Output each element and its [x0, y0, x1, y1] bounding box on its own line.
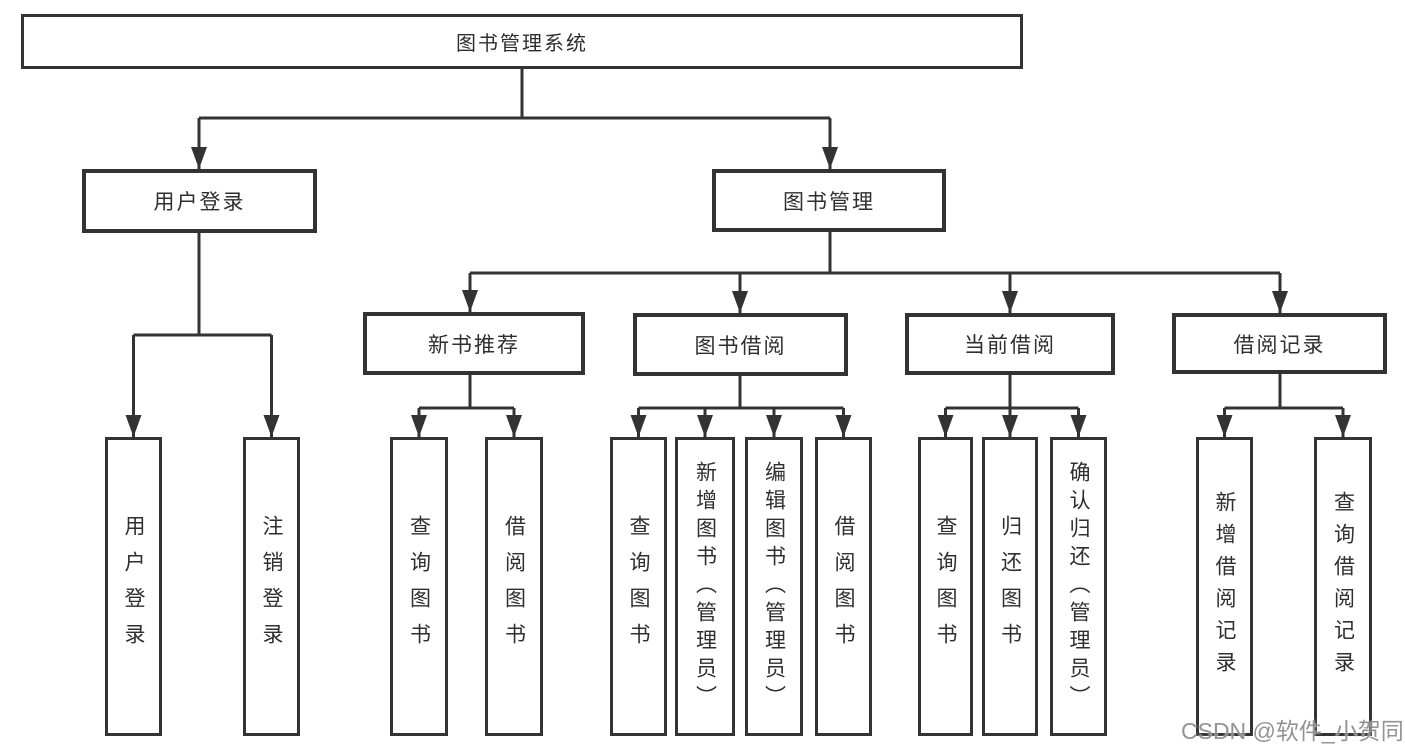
leaf-label: 编辑图书（管理员） — [762, 460, 786, 713]
node-borrow-records: 借阅记录 — [1172, 313, 1387, 374]
leaf-label: 确认归还（管理员） — [1067, 460, 1090, 713]
leaf-borrow-books-recommend: 借阅图书 — [485, 437, 543, 736]
leaf-label: 注销登录 — [260, 514, 283, 659]
leaf-user-login: 用户登录 — [105, 437, 162, 736]
leaf-edit-book-admin: 编辑图书（管理员） — [745, 437, 803, 736]
leaf-label: 归还图书 — [998, 514, 1022, 659]
node-label: 新书推荐 — [428, 333, 520, 357]
leaf-query-books-borrow: 查询图书 — [610, 437, 667, 736]
leaf-add-book-admin: 新增图书（管理员） — [675, 437, 735, 736]
node-label: 借阅记录 — [1233, 333, 1326, 357]
leaf-query-borrow-record: 查询借阅记录 — [1314, 437, 1372, 736]
leaf-label: 用户登录 — [122, 514, 145, 659]
node-user-login: 用户登录 — [82, 169, 317, 233]
node-label: 当前借阅 — [964, 334, 1056, 357]
leaf-label: 查询图书 — [407, 514, 431, 659]
leaf-confirm-return-admin: 确认归还（管理员） — [1050, 437, 1107, 736]
leaf-label: 新增图书（管理员） — [693, 460, 717, 713]
node-book-management: 图书管理 — [712, 169, 946, 232]
leaf-label: 借阅图书 — [502, 514, 526, 659]
leaf-query-books-current: 查询图书 — [918, 437, 973, 736]
node-root-library-system: 图书管理系统 — [21, 14, 1023, 69]
leaf-label: 新增借阅记录 — [1213, 490, 1236, 683]
leaf-label: 借阅图书 — [832, 514, 855, 659]
node-label: 用户登录 — [153, 191, 246, 214]
leaf-return-book: 归还图书 — [982, 437, 1038, 736]
leaf-label: 查询图书 — [934, 514, 957, 659]
leaf-query-books-recommend: 查询图书 — [390, 437, 448, 736]
node-label: 图书管理系统 — [456, 33, 588, 55]
leaf-borrow-book: 借阅图书 — [815, 437, 872, 736]
node-current-borrow: 当前借阅 — [905, 313, 1115, 375]
leaf-add-borrow-record: 新增借阅记录 — [1196, 437, 1253, 736]
leaf-label: 查询图书 — [627, 514, 650, 659]
node-new-book-recommend: 新书推荐 — [363, 312, 585, 375]
node-label: 图书借阅 — [694, 334, 787, 358]
node-label: 图书管理 — [783, 190, 875, 214]
leaf-logout: 注销登录 — [243, 437, 300, 736]
node-book-borrow: 图书借阅 — [633, 313, 848, 376]
leaf-label: 查询借阅记录 — [1331, 490, 1355, 683]
